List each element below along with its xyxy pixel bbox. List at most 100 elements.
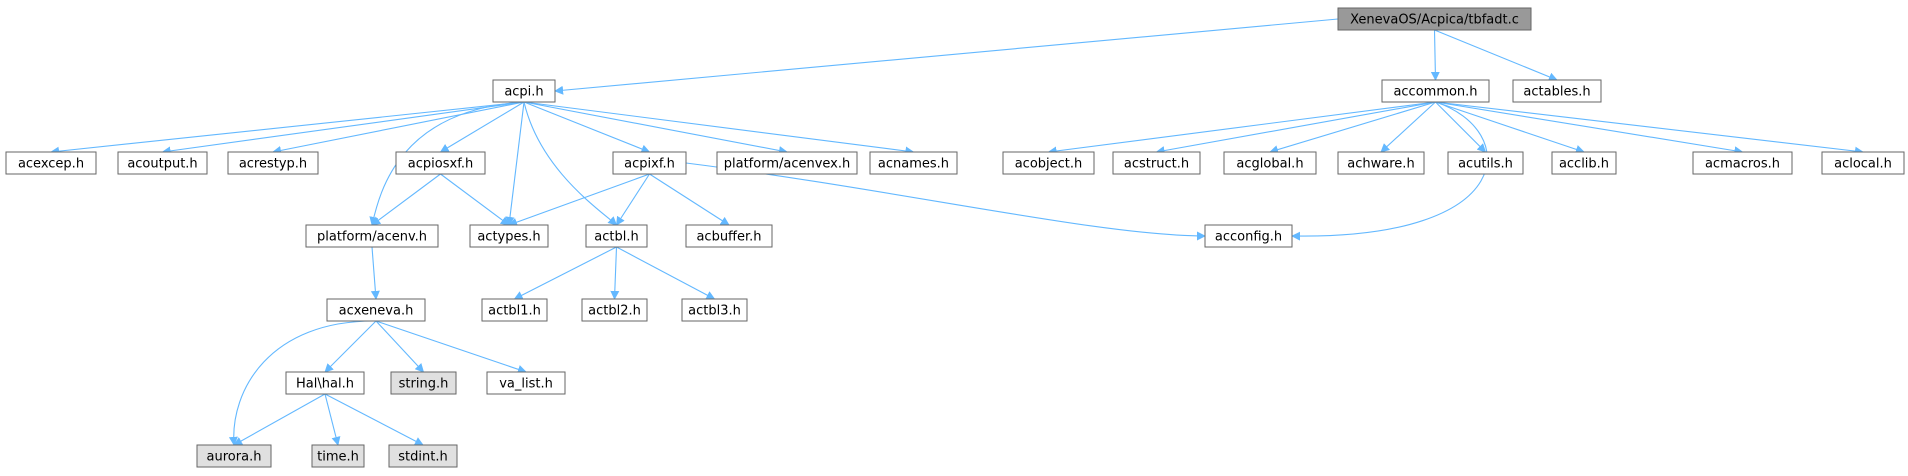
- edge-halh-to-stdint: [324, 393, 424, 446]
- node-box-acenv: [305, 224, 439, 248]
- node-label-acutils: acutils.h: [1458, 157, 1513, 172]
- node-box-achware: [1337, 151, 1425, 175]
- node-acrestyp[interactable]: acrestyp.h: [227, 151, 319, 175]
- node-box-actbl1: [481, 298, 548, 322]
- node-root[interactable]: XenevaOS/Acpica/tbfadt.c: [1337, 7, 1532, 31]
- node-box-actables: [1512, 79, 1602, 103]
- node-acconfig[interactable]: acconfig.h: [1204, 224, 1293, 248]
- node-label-aurora: aurora.h: [207, 450, 262, 465]
- node-box-aurora: [196, 444, 272, 468]
- node-label-acnames: acnames.h: [878, 157, 949, 172]
- edge-acpi-to-acrestyp: [272, 101, 525, 155]
- node-acmacros[interactable]: acmacros.h: [1692, 151, 1793, 175]
- edge-acpi-to-acenvex: [523, 101, 788, 155]
- node-actables[interactable]: actables.h: [1512, 79, 1602, 103]
- node-label-accommon: accommon.h: [1393, 85, 1477, 100]
- edge-root-to-acpi: [554, 18, 1339, 95]
- node-acoutput[interactable]: acoutput.h: [117, 151, 208, 175]
- edge-halh-to-aurora: [233, 393, 326, 446]
- node-actbl1[interactable]: actbl1.h: [481, 298, 548, 322]
- edge-acpi-to-acpiosxf: [439, 101, 525, 153]
- node-label-acenv: platform/acenv.h: [317, 230, 427, 245]
- node-label-actbl: actbl.h: [594, 230, 638, 245]
- node-box-acnames: [869, 151, 958, 175]
- edge-layer: [50, 18, 1864, 446]
- node-acexcep[interactable]: acexcep.h: [5, 151, 97, 175]
- node-label-acconfig: acconfig.h: [1215, 230, 1282, 245]
- edge-acpiosxf-to-acenv: [371, 173, 441, 226]
- node-acbuffer[interactable]: acbuffer.h: [685, 224, 773, 248]
- node-box-actypes: [469, 224, 549, 248]
- node-label-actbl3: actbl3.h: [688, 304, 741, 319]
- node-label-acoutput: acoutput.h: [127, 157, 197, 172]
- node-box-valist: [486, 371, 566, 395]
- node-acstruct[interactable]: acstruct.h: [1112, 151, 1201, 175]
- node-acpi[interactable]: acpi.h: [492, 79, 556, 103]
- edge-accommon-to-acconfig: [1291, 101, 1488, 241]
- node-achware[interactable]: achware.h: [1337, 151, 1425, 175]
- node-valist[interactable]: va_list.h: [486, 371, 566, 395]
- node-box-stdint: [388, 444, 458, 468]
- edge-acxeneva-to-halh: [324, 320, 377, 373]
- node-box-time: [311, 444, 365, 468]
- node-label-actbl2: actbl2.h: [588, 304, 641, 319]
- edge-accommon-to-acstruct: [1155, 101, 1436, 156]
- edge-acpi-to-acnames: [523, 101, 915, 156]
- node-label-root: XenevaOS/Acpica/tbfadt.c: [1350, 13, 1519, 28]
- node-time: time.h: [311, 444, 365, 468]
- node-label-actypes: actypes.h: [477, 230, 540, 245]
- edge-acpi-to-actypes: [505, 101, 525, 226]
- node-box-string: [390, 371, 457, 395]
- node-label-acmacros: acmacros.h: [1705, 157, 1780, 172]
- edge-acpi-to-acoutput: [161, 101, 525, 156]
- node-label-acpixf: acpixf.h: [624, 157, 675, 172]
- node-label-valist: va_list.h: [499, 377, 553, 392]
- edge-acenv-to-acxeneva: [370, 246, 380, 300]
- node-box-accommon: [1381, 79, 1490, 103]
- node-acpiosxf[interactable]: acpiosxf.h: [395, 151, 486, 175]
- node-box-actbl: [585, 224, 648, 248]
- edge-acpixf-to-acconfig: [685, 162, 1206, 241]
- node-halh[interactable]: Hal\hal.h: [285, 371, 365, 395]
- node-box-actbl2: [581, 298, 648, 322]
- node-label-actbl1: actbl1.h: [488, 304, 541, 319]
- node-actypes[interactable]: actypes.h: [469, 224, 549, 248]
- node-acclib[interactable]: acclib.h: [1551, 151, 1617, 175]
- edge-accommon-to-acmacros: [1435, 101, 1744, 156]
- edge-acpi-to-acexcep: [50, 101, 525, 156]
- edge-actbl-to-actbl3: [616, 246, 716, 300]
- node-acpixf[interactable]: acpixf.h: [612, 151, 687, 175]
- node-box-acstruct: [1112, 151, 1201, 175]
- node-acutils[interactable]: acutils.h: [1447, 151, 1524, 175]
- node-label-acclib: acclib.h: [1559, 157, 1609, 172]
- node-actbl2[interactable]: actbl2.h: [581, 298, 648, 322]
- node-box-acpixf: [612, 151, 687, 175]
- node-acenv[interactable]: platform/acenv.h: [305, 224, 439, 248]
- edge-acpixf-to-actypes: [508, 173, 650, 227]
- node-accommon[interactable]: accommon.h: [1381, 79, 1490, 103]
- node-box-acconfig: [1204, 224, 1293, 248]
- node-acxeneva[interactable]: acxeneva.h: [326, 298, 426, 322]
- node-label-string: string.h: [399, 377, 449, 392]
- node-label-aclocal: aclocal.h: [1834, 157, 1892, 172]
- node-label-achware: achware.h: [1347, 157, 1414, 172]
- node-label-halh: Hal\hal.h: [296, 377, 354, 392]
- node-acenvex[interactable]: platform/acenvex.h: [716, 151, 858, 175]
- node-label-acobject: acobject.h: [1015, 157, 1083, 172]
- node-label-acenvex: platform/acenvex.h: [724, 157, 851, 172]
- node-box-acclib: [1551, 151, 1617, 175]
- edge-acpi-to-acpixf: [523, 101, 651, 154]
- edge-accommon-to-acglobal: [1269, 101, 1436, 154]
- node-acglobal[interactable]: acglobal.h: [1223, 151, 1317, 175]
- edge-root-to-actables: [1434, 29, 1558, 82]
- node-box-acobject: [1002, 151, 1095, 175]
- edge-accommon-to-acutils: [1435, 101, 1487, 153]
- node-actbl[interactable]: actbl.h: [585, 224, 648, 248]
- node-box-aclocal: [1821, 151, 1905, 175]
- node-acnames[interactable]: acnames.h: [869, 151, 958, 175]
- edge-acpi-to-actbl: [523, 101, 618, 226]
- edge-acxeneva-to-valist: [375, 320, 527, 374]
- node-aclocal[interactable]: aclocal.h: [1821, 151, 1905, 175]
- node-acobject[interactable]: acobject.h: [1002, 151, 1095, 175]
- node-actbl3[interactable]: actbl3.h: [681, 298, 748, 322]
